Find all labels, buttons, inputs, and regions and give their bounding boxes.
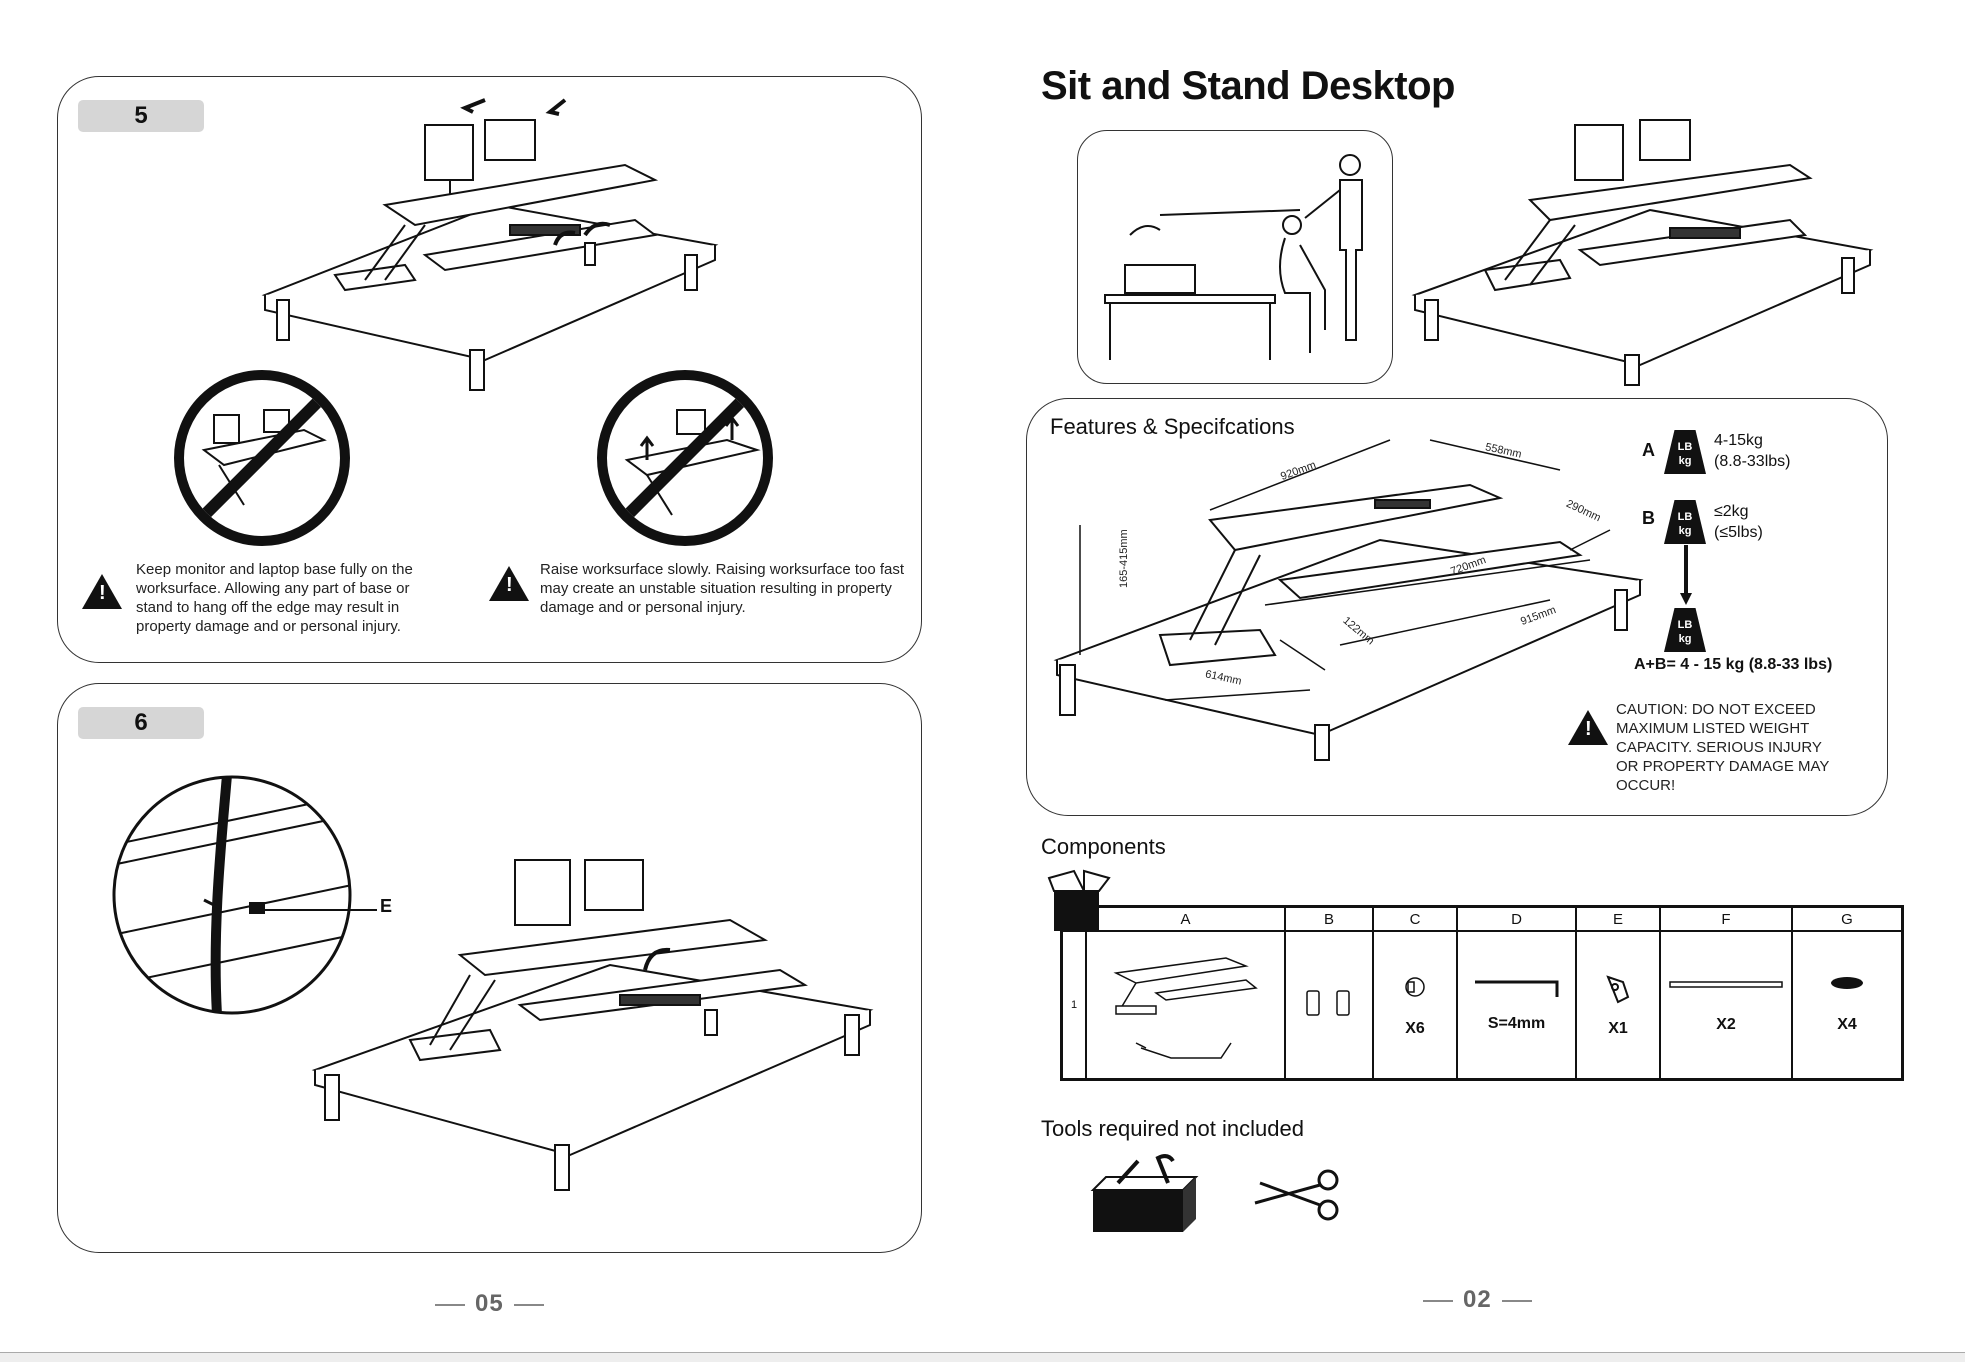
bottom-rule — [0, 1352, 1965, 1362]
load-b-letter: B — [1642, 508, 1655, 528]
col-header-e: E — [1575, 905, 1661, 932]
component-f-qty: X2 — [1716, 1015, 1736, 1033]
component-a-cell — [1085, 930, 1286, 1081]
row-header-corner — [1060, 905, 1087, 932]
caution-icon: ! — [1568, 710, 1608, 745]
component-c-screw-icon — [1405, 977, 1425, 997]
step6-badge: 6 — [78, 707, 204, 739]
component-d-cell: S=4mm — [1456, 930, 1577, 1081]
col-header-d: D — [1456, 905, 1577, 932]
component-c-cell: X6 — [1372, 930, 1458, 1081]
step5-badge: 5 — [78, 100, 204, 132]
tools-heading: Tools required not included — [1041, 1116, 1304, 1141]
col-header-a: A — [1085, 905, 1286, 932]
load-b-kg: ≤2kg — [1714, 503, 1749, 520]
components-table: A B C D E F G 1 X6 — [1060, 905, 1904, 1081]
load-a-letter: A — [1642, 440, 1655, 460]
prohibited-overhang-icon — [174, 370, 350, 546]
step5-warning-raise: Raise worksurface slowly. Raising worksu… — [540, 561, 905, 616]
sit-stand-illustration — [1104, 154, 1363, 360]
page-number-left: 05 — [425, 1290, 554, 1318]
scissors-icon — [1254, 1169, 1339, 1221]
component-g-qty: X4 — [1837, 1016, 1857, 1033]
component-g-cell: X4 — [1791, 930, 1904, 1081]
component-f-strap-icon — [1668, 980, 1783, 988]
component-f-cell: X2 — [1659, 930, 1793, 1081]
component-d-hex-key-icon — [1474, 980, 1558, 997]
component-g-pad-icon — [1831, 977, 1863, 989]
col-header-f: F — [1659, 905, 1793, 932]
step6-desk-illustration — [311, 859, 874, 1191]
prohibited-fast-raise-icon — [597, 370, 773, 546]
col-header-c: C — [1372, 905, 1458, 932]
warning-icon: ! — [82, 574, 122, 609]
col-header-b: B — [1284, 905, 1374, 932]
desk-overview-illustration — [1411, 119, 1874, 386]
col-header-g: G — [1791, 905, 1904, 932]
component-b-clamp-icon — [1306, 990, 1350, 1016]
load-b-lbs: (≤5lbs) — [1714, 524, 1763, 541]
load-a-kg: 4-15kg — [1714, 432, 1763, 449]
component-e-cell: X1 — [1575, 930, 1661, 1081]
component-e-cable-clip-icon — [1606, 975, 1630, 1004]
sit-stand-figure-frame — [1077, 130, 1393, 384]
row-label: 1 — [1060, 930, 1087, 1081]
step5-panel — [57, 76, 922, 663]
component-c-qty: X6 — [1405, 1020, 1425, 1037]
dimension-drawing — [1053, 439, 1644, 761]
component-a-desk-icon — [1112, 957, 1258, 1059]
step5-warning-overhang: Keep monitor and laptop base fully on th… — [136, 561, 413, 635]
caution-text: CAUTION: DO NOT EXCEED MAXIMUM LISTED WE… — [1616, 701, 1830, 794]
step6-detail-zoom — [112, 775, 352, 1015]
load-total: A+B= 4 - 15 kg (8.8-33 lbs) — [1634, 656, 1833, 673]
callout-label-e: E — [380, 896, 393, 916]
component-d-size: S=4mm — [1487, 1015, 1546, 1032]
warning-icon: ! — [489, 566, 529, 601]
callout-line — [262, 909, 377, 911]
component-b-cell — [1284, 930, 1374, 1081]
page-number-right: 02 — [1413, 1286, 1542, 1314]
components-heading: Components — [1041, 834, 1166, 859]
toolbox-icon — [1090, 1154, 1199, 1232]
features-heading: Features & Specifcations — [1050, 414, 1295, 439]
step5-desk-illustration — [261, 98, 719, 391]
component-e-qty: X1 — [1608, 1020, 1628, 1037]
load-arrow — [1680, 545, 1692, 605]
load-a-lbs: (8.8-33lbs) — [1714, 453, 1791, 470]
dim-height-range: 165-415mm — [1118, 529, 1130, 588]
page-title: Sit and Stand Desktop — [1041, 64, 1456, 108]
